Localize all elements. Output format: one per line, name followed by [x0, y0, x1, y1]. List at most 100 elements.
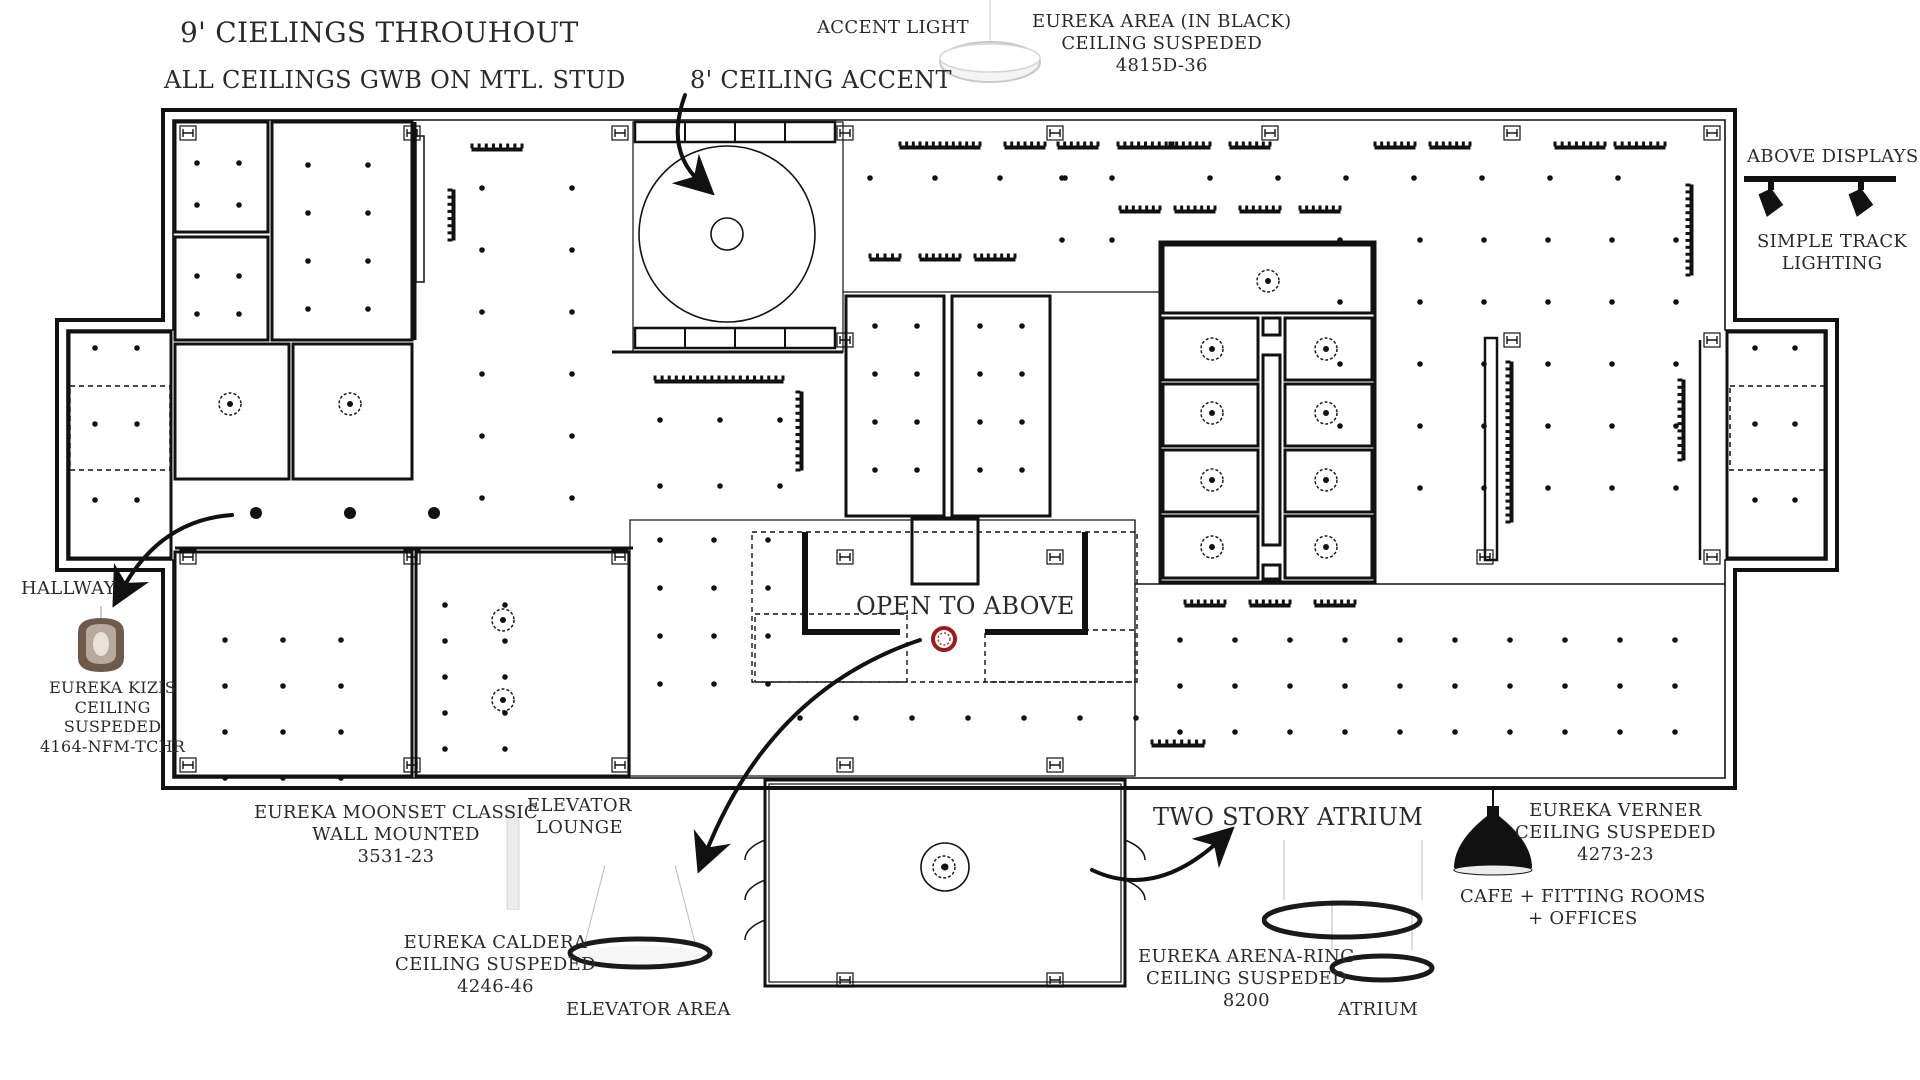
elevator-lounge-label: ELEVATOR LOUNGE [527, 795, 632, 838]
column-glyph [1706, 553, 1718, 561]
column-glyph [839, 976, 851, 984]
track-head [1130, 141, 1134, 147]
downlight [914, 323, 920, 329]
track-head [1275, 599, 1279, 605]
track-head [795, 411, 801, 415]
column-marker [179, 757, 197, 773]
track-head [1201, 141, 1205, 147]
pendant-center [1209, 410, 1215, 416]
track-head [1320, 599, 1324, 605]
downlight [1609, 237, 1615, 243]
track-head [1171, 141, 1175, 147]
downlight [280, 775, 286, 781]
track-head [931, 253, 935, 259]
track-head [1228, 141, 1232, 147]
track-head [731, 375, 735, 381]
track-head [1448, 141, 1452, 147]
track-head [1685, 218, 1691, 222]
pendant-marker [1314, 337, 1338, 361]
caldera-label: EUREKA CALDERA CEILING SUSPEDED 4246-46 [395, 932, 596, 997]
downlight [717, 483, 723, 489]
track-head [1023, 141, 1027, 147]
pendant-marker [338, 392, 362, 416]
downlight [1673, 361, 1679, 367]
downlight [1062, 175, 1068, 181]
track-head [447, 231, 453, 235]
downlight [1177, 683, 1183, 689]
track-head [1413, 141, 1417, 147]
track-head [1137, 141, 1141, 147]
downlight [1609, 485, 1615, 491]
track-head [925, 253, 929, 259]
track-head [1677, 429, 1683, 433]
track-head [1505, 402, 1511, 406]
hallway-pendants [250, 507, 440, 519]
downlight [338, 683, 344, 689]
downlight [134, 497, 140, 503]
track-head [1338, 205, 1342, 211]
column-glyph [1479, 553, 1491, 561]
downlight [1617, 683, 1623, 689]
track-head [1238, 205, 1242, 211]
downlight [236, 273, 242, 279]
track-head [1505, 492, 1511, 496]
track-head [1190, 599, 1194, 605]
downlight [1672, 637, 1678, 643]
downlight [569, 495, 575, 501]
downlight [1343, 175, 1349, 181]
downlight [479, 185, 485, 191]
downlight [711, 633, 717, 639]
track-head [1505, 478, 1511, 482]
pendant-center [227, 401, 233, 407]
downlight [194, 273, 200, 279]
downlight [1232, 637, 1238, 643]
downlight [442, 638, 448, 644]
track-head [1258, 205, 1262, 211]
track-head [1685, 225, 1691, 229]
downlight [442, 710, 448, 716]
track-head [738, 375, 742, 381]
column-glyph [1049, 761, 1061, 769]
track-head [506, 143, 510, 149]
column-marker [836, 757, 854, 773]
track-head [1505, 374, 1511, 378]
track-head [1373, 141, 1377, 147]
track-head [1265, 205, 1269, 211]
track-head [674, 375, 678, 381]
column-glyph [1706, 336, 1718, 344]
track-head [1441, 141, 1445, 147]
track-head [520, 143, 524, 149]
downlight [1337, 423, 1343, 429]
downlight [92, 421, 98, 427]
track-head [1325, 205, 1329, 211]
column-markers [179, 125, 1721, 988]
side-room-right [1725, 330, 1827, 560]
track-head [1505, 416, 1511, 420]
pendant-marker [1200, 337, 1224, 361]
track-head [1261, 141, 1265, 147]
downlight [765, 681, 771, 687]
track-head [795, 390, 801, 394]
track-head [774, 375, 778, 381]
track-head [876, 253, 879, 259]
track-head [1603, 141, 1607, 147]
track-lighting-icon [1744, 176, 1896, 217]
track-head [1181, 141, 1185, 147]
pendant-marker [932, 855, 956, 879]
pendant-center [1323, 410, 1329, 416]
track-head [925, 141, 929, 147]
track-head [1036, 141, 1040, 147]
downlight [1177, 637, 1183, 643]
downlight [1479, 175, 1485, 181]
track-head [1505, 381, 1511, 385]
above-displays-label: ABOVE DISPLAYS [1747, 146, 1919, 167]
hall-dashed-zone [69, 385, 171, 471]
two-story-atrium-label: TWO STORY ATRIUM [1153, 803, 1424, 831]
track-head [973, 253, 977, 259]
downlight [338, 637, 344, 643]
track-head [1313, 599, 1317, 605]
track-head [1202, 739, 1206, 745]
downlight [1287, 683, 1293, 689]
track-head [898, 141, 902, 147]
downlight [280, 729, 286, 735]
